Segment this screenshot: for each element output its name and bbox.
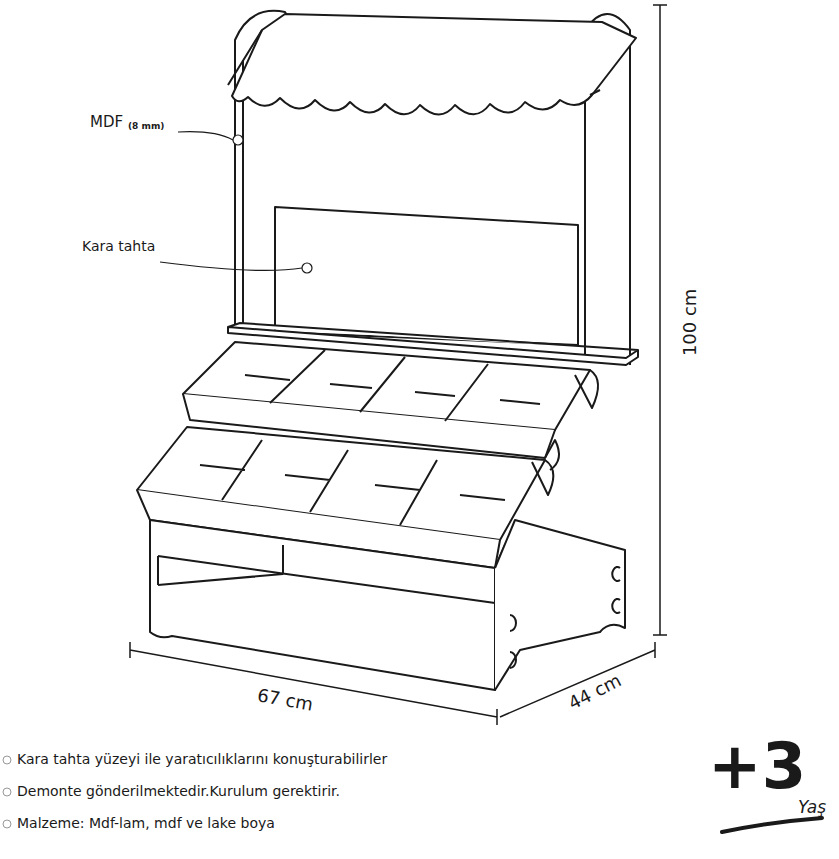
label: Kara tahta yüzeyi ile yaratıcılıklarını … [17,751,387,767]
awning-edge [228,30,600,95]
label: Demonte gönderilmektedir.Kurulum gerekti… [17,783,340,799]
label: Kara tahta [82,238,155,254]
label: MDF [90,114,123,131]
label: +3 [708,730,806,804]
leader-lines [160,132,312,273]
label: 67 cm [253,684,318,715]
label: 100 cm [681,285,702,359]
awning [232,14,636,115]
base-front [150,520,495,690]
swoosh [722,818,822,832]
blackboard [275,207,578,345]
label: Yaş [798,798,826,818]
bullets [3,756,11,828]
label: (8 mm) [128,121,164,131]
label: Malzeme: Mdf-lam, mdf ve lake boya [17,815,275,831]
dividers [245,350,540,421]
dividers [200,440,505,525]
drawers [158,545,495,605]
dimension-lines [130,5,667,725]
base-side [495,520,625,690]
